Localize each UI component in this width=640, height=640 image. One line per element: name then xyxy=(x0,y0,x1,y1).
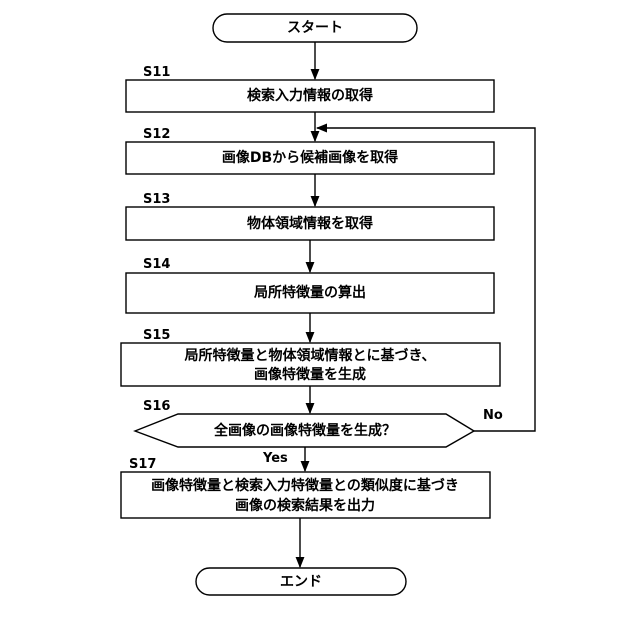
end-label: エンド xyxy=(280,574,322,590)
process-text-s14: 局所特徴量の算出 xyxy=(254,284,366,301)
decision-text-s16: 全画像の画像特徴量を生成？ xyxy=(213,422,396,439)
step-id-s13: S13 xyxy=(143,192,170,207)
decision-s16: 全画像の画像特徴量を生成？ xyxy=(135,414,474,447)
process-box-s11: 検索入力情報の取得 xyxy=(126,80,494,112)
process-text-s17-line2: 画像の検索結果を出力 xyxy=(235,497,375,514)
step-id-s14: S14 xyxy=(143,257,170,272)
branch-yes-label: Yes xyxy=(262,451,288,466)
process-text-s12: 画像DBから候補画像を取得 xyxy=(222,149,398,166)
process-box-s13: 物体領域情報を取得 xyxy=(126,207,494,240)
step-id-s11: S11 xyxy=(143,65,170,80)
step-id-s16: S16 xyxy=(143,399,170,414)
process-text-s15-line1: 局所特徴量と物体領域情報とに基づき、 xyxy=(184,347,435,364)
end-terminal: エンド xyxy=(196,568,406,595)
process-text-s15-line2: 画像特徴量を生成 xyxy=(254,366,366,383)
start-label: スタート xyxy=(287,20,343,36)
process-text-s13: 物体領域情報を取得 xyxy=(247,215,373,232)
step-id-s15: S15 xyxy=(143,328,170,343)
step-id-s17: S17 xyxy=(129,457,156,472)
process-text-s11: 検索入力情報の取得 xyxy=(247,87,373,104)
process-text-s17-line1: 画像特徴量と検索入力特徴量との類似度に基づき xyxy=(151,477,459,494)
process-box-s12: 画像DBから候補画像を取得 xyxy=(126,142,494,174)
process-box-s15: 局所特徴量と物体領域情報とに基づき、 画像特徴量を生成 xyxy=(121,343,500,386)
branch-no-label: No xyxy=(483,408,503,423)
process-box-s17: 画像特徴量と検索入力特徴量との類似度に基づき 画像の検索結果を出力 xyxy=(121,472,490,518)
process-box-s14: 局所特徴量の算出 xyxy=(126,273,494,313)
step-id-s12: S12 xyxy=(143,127,170,142)
start-terminal: スタート xyxy=(213,14,417,42)
